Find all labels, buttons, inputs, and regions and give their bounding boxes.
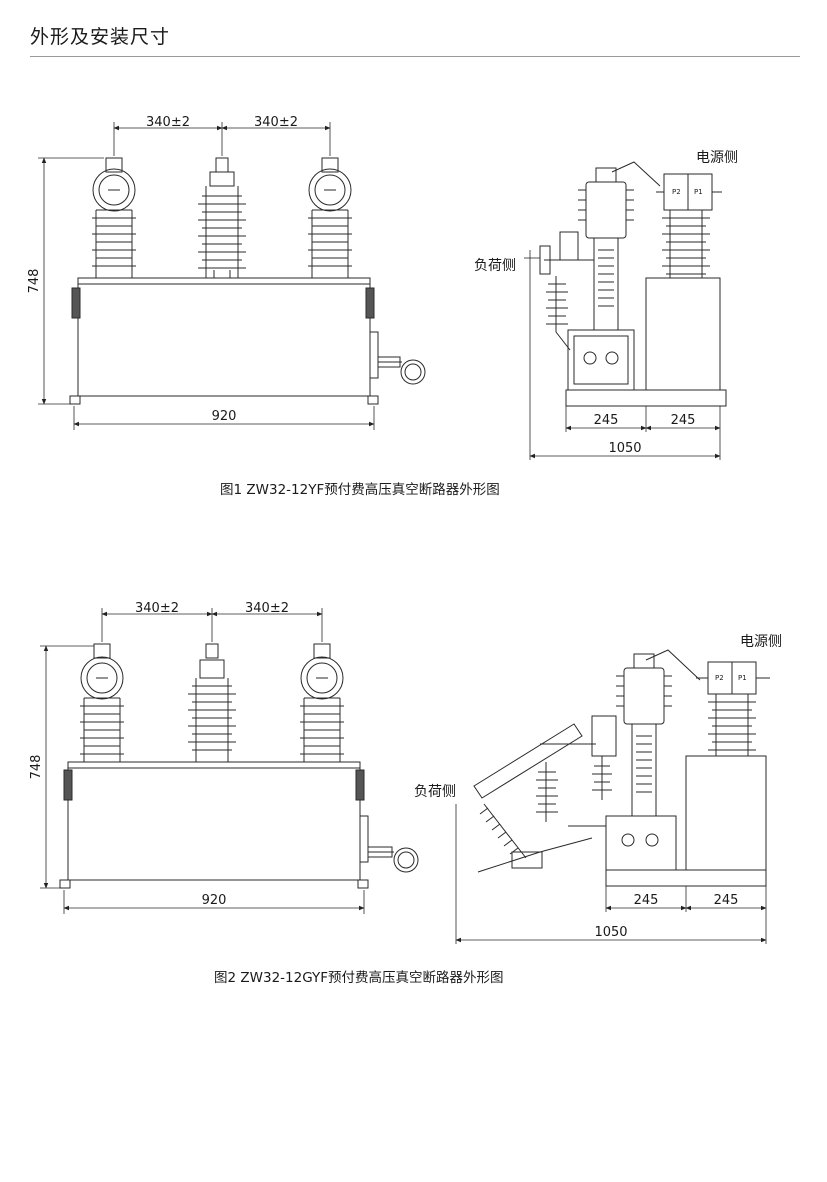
figure-2: 340±2 340±2 748 920 245 245 1050 电源侧 负荷侧… (0, 590, 827, 990)
label-source-side: 电源侧 (696, 150, 738, 166)
dim-height: 748 (29, 755, 44, 780)
label-source-side: 电源侧 (740, 634, 782, 650)
pole-right (308, 157, 352, 278)
dim-side-a: 245 (634, 893, 659, 908)
page-title: 外形及安装尺寸 (30, 26, 171, 48)
dim-side-b: 245 (671, 413, 696, 428)
dim-side-a: 245 (594, 413, 619, 428)
dim-total: 1050 (608, 441, 641, 456)
figure-2-caption: 图2 ZW32-12GYF预付费高压真空断路器外形图 (214, 970, 504, 986)
figure-1-drawing: 340±2 340±2 748 920 245 245 1050 电源侧 负荷侧… (27, 115, 738, 460)
pole-right (300, 643, 344, 762)
side-view (473, 649, 770, 887)
dim-pitch-left: 340±2 (146, 115, 190, 130)
dim-pitch-left: 340±2 (135, 601, 179, 616)
pole-center (198, 157, 246, 278)
ct-label-p2: P2 (715, 674, 724, 682)
ct-label-p1: P1 (694, 188, 703, 196)
ct-label-p1: P1 (738, 674, 747, 682)
header-divider (30, 56, 800, 57)
figure-1: 340±2 340±2 748 920 245 245 1050 电源侧 负荷侧… (0, 100, 827, 510)
side-dimensions (524, 250, 721, 460)
dim-pitch-right: 340±2 (245, 601, 289, 616)
dim-pitch-right: 340±2 (254, 115, 298, 130)
dim-side-b: 245 (714, 893, 739, 908)
figure-1-caption: 图1 ZW32-12YF预付费高压真空断路器外形图 (220, 482, 500, 498)
pole-left (92, 157, 136, 278)
figure-2-drawing: 340±2 340±2 748 920 245 245 1050 电源侧 负荷侧… (29, 601, 782, 944)
side-view (539, 161, 727, 407)
front-view (59, 643, 419, 889)
front-dimensions (38, 122, 375, 430)
dim-height: 748 (27, 269, 42, 294)
ct-label-p2: P2 (672, 188, 681, 196)
front-dimensions (40, 608, 365, 914)
pole-left (80, 643, 124, 762)
front-view (69, 157, 426, 405)
dim-width: 920 (212, 409, 237, 424)
dim-total: 1050 (594, 925, 627, 940)
side-dimensions (455, 804, 767, 944)
dim-width: 920 (202, 893, 227, 908)
label-load-side: 负荷侧 (414, 784, 456, 800)
pole-center (188, 643, 236, 762)
label-load-side: 负荷侧 (474, 258, 516, 274)
